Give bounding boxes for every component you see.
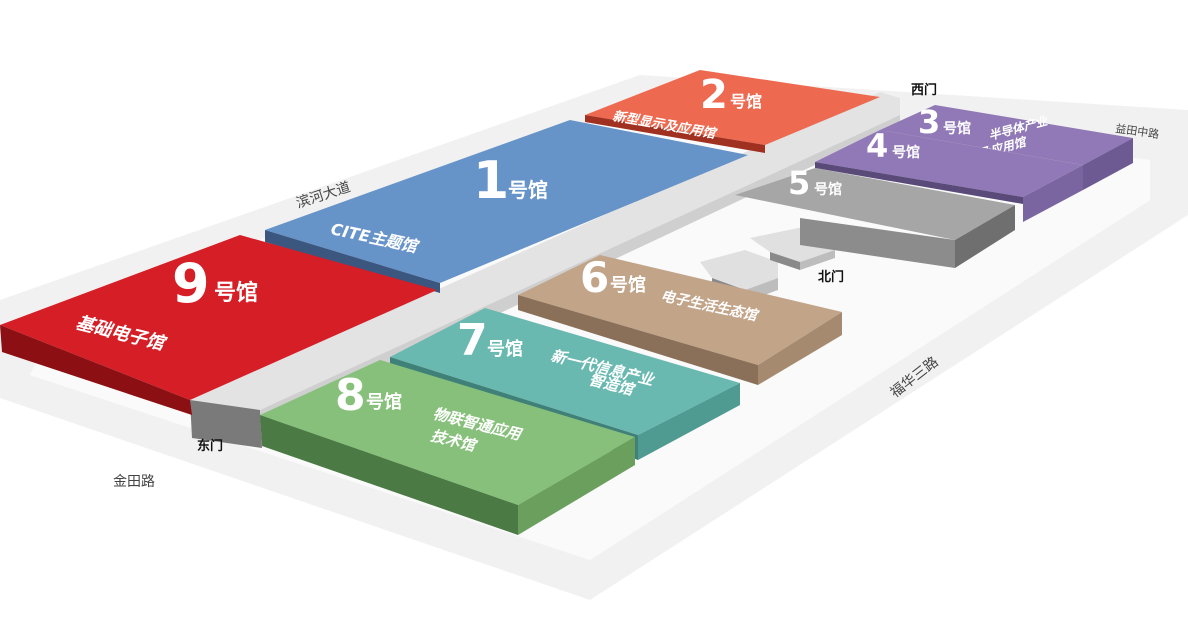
hall-9-suffix: 号馆 — [214, 280, 258, 306]
hall-4[interactable]: 4 号馆 — [815, 127, 1083, 222]
hall-1-suffix: 号馆 — [508, 178, 548, 202]
hall-7-number: 7 — [457, 315, 488, 366]
hall-7-suffix: 号馆 — [487, 338, 523, 360]
road-yitian: 益田中路 — [1115, 121, 1161, 141]
hall-6-suffix: 号馆 — [610, 274, 646, 296]
hall-9[interactable]: 9 号馆 基础电子馆 — [0, 235, 437, 415]
hall-8-number: 8 — [335, 370, 366, 421]
hall-4-suffix: 号馆 — [892, 144, 920, 161]
gate-west[interactable]: 西门 — [911, 82, 937, 98]
hall-8[interactable]: 8 号馆 物联智通应用 技术馆 — [260, 360, 635, 535]
surrounding-road — [0, 75, 1188, 600]
hall-8-suffix: 号馆 — [366, 391, 402, 413]
gate-east[interactable]: 东门 — [197, 438, 223, 454]
hall-3-suffix: 号馆 — [943, 120, 971, 137]
hall-6[interactable]: 6 号馆 电子生活生态馆 — [518, 253, 842, 385]
hall-2-number: 2 — [700, 72, 728, 118]
hall-3[interactable]: 3 号馆 半导体产业 及应用馆 — [880, 103, 1133, 190]
hall-5-suffix: 号馆 — [814, 181, 842, 198]
hall-9-number: 9 — [172, 252, 210, 315]
hall-5[interactable]: 5 号馆 — [735, 164, 1015, 268]
hall-1-number: 1 — [473, 151, 509, 211]
road-jintian: 金田路 — [113, 474, 155, 490]
hall-3-number: 3 — [918, 103, 940, 141]
hall-1[interactable]: 1 号馆 CITE主题馆 — [265, 120, 748, 293]
gate-north[interactable]: 北门 — [818, 269, 844, 285]
hall-4-number: 4 — [866, 127, 888, 165]
hall-2[interactable]: 2 号馆 新型显示及应用馆 — [585, 70, 880, 153]
hall-6-number: 6 — [580, 253, 609, 302]
hall-5-number: 5 — [788, 164, 810, 202]
hall-2-suffix: 号馆 — [730, 92, 762, 111]
